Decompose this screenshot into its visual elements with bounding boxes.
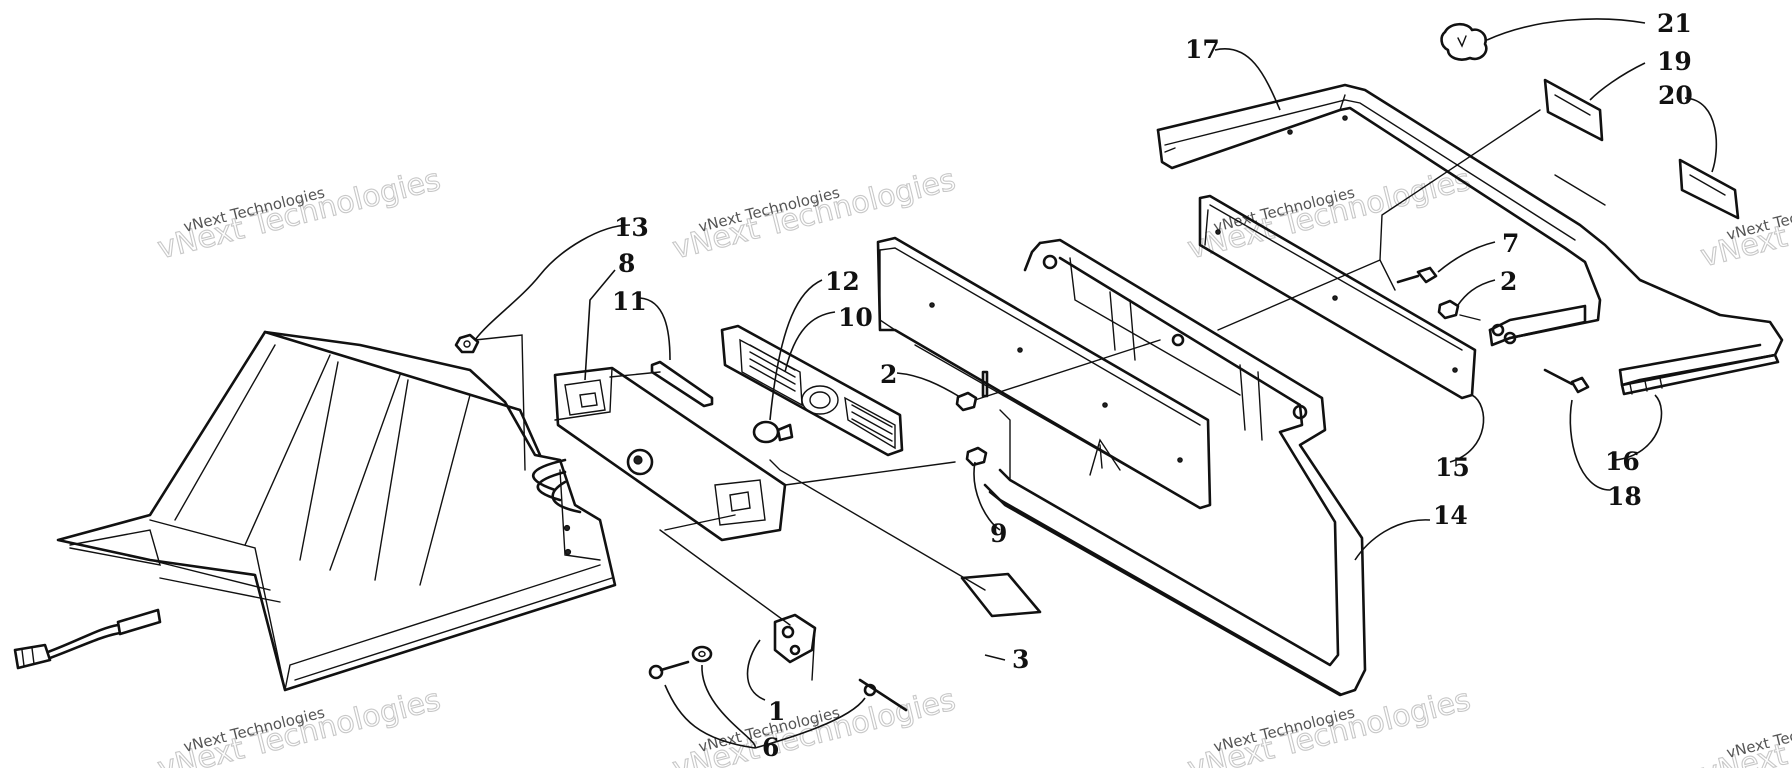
watermarks: vNext Technologies vNext Technologies vN…	[154, 162, 1792, 768]
leader-lines	[474, 18, 1718, 749]
watermark: vNext Technologies vNext Technologies	[154, 682, 445, 768]
watermark: vNext Technologies vNext Technologies	[669, 682, 960, 768]
nut	[1437, 299, 1460, 320]
callout-8: 8	[618, 249, 635, 278]
callout-20: 20	[1658, 81, 1693, 110]
callout-17: 17	[1185, 35, 1220, 64]
callout-3: 3	[1012, 645, 1029, 674]
lock-washer	[858, 678, 908, 712]
callout-11: 11	[612, 287, 647, 316]
gasket	[650, 360, 714, 408]
callout-15: 15	[1435, 453, 1470, 482]
callout-2-right: 2	[1500, 267, 1517, 296]
washer	[691, 645, 713, 663]
callout-10: 10	[838, 303, 873, 332]
mounting-bracket	[773, 613, 817, 681]
callout-7: 7	[1502, 229, 1519, 258]
callout-14: 14	[1433, 501, 1468, 530]
callout-21: 21	[1657, 9, 1692, 38]
callout-9: 9	[990, 519, 1007, 548]
bolt	[1543, 368, 1590, 394]
bumper-end-cap	[1620, 353, 1780, 396]
screw	[648, 660, 690, 680]
callout-2-center: 2	[880, 360, 897, 389]
decal	[1543, 78, 1604, 142]
hood-body	[56, 330, 617, 692]
light-bulb	[752, 420, 794, 444]
watermark: vNext Technologies vNext Technologies	[154, 162, 445, 267]
nut	[965, 446, 988, 467]
emblem	[1440, 22, 1488, 61]
nut	[454, 333, 480, 354]
callout-labels: 1 2 2 3 6 7 8 9 10 11 12 13 14 15 16 17 …	[612, 9, 1693, 762]
watermark: vNext Technologies vNext Technologies	[1184, 162, 1475, 267]
taillight-lens	[720, 324, 904, 457]
reflector	[960, 572, 1042, 618]
callout-19: 19	[1657, 47, 1692, 76]
callout-16: 16	[1605, 447, 1640, 476]
callout-18: 18	[1607, 482, 1642, 511]
decal	[1678, 158, 1740, 220]
bolt	[1396, 266, 1438, 284]
mounting-plate	[876, 236, 1212, 510]
wire-connector	[13, 608, 162, 670]
taillight-housing	[553, 366, 787, 542]
watermark: vNext Technologies vNext Technologies	[1697, 170, 1792, 275]
callout-1: 1	[768, 697, 785, 726]
flap-frame	[983, 238, 1367, 697]
nut	[955, 391, 978, 412]
watermark: vNext Technologies vNext Technologies	[1697, 688, 1792, 768]
callout-12: 12	[825, 267, 860, 296]
callout-13: 13	[614, 213, 649, 242]
callout-6: 6	[762, 733, 779, 762]
